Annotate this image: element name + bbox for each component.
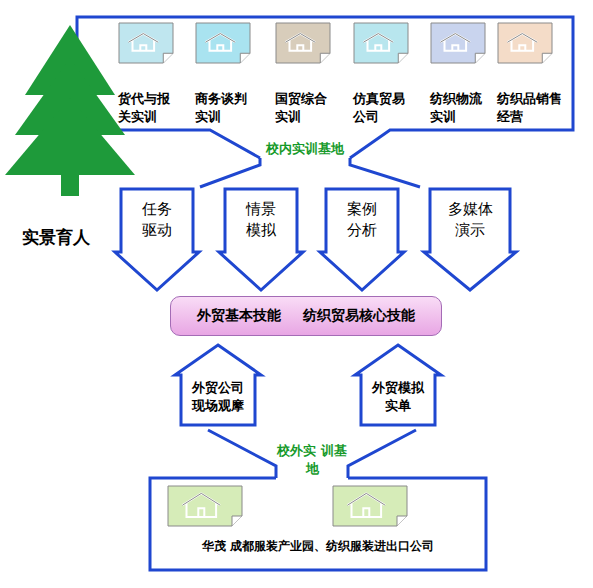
base-title: 校外实 训基地 [276, 442, 348, 478]
skill-text: 外贸基本技能 [197, 306, 281, 326]
house-card [275, 22, 331, 64]
card-node: 纺织品销售 经营 [497, 22, 565, 126]
house-icon [498, 23, 552, 63]
card-node: 国贸综合 实训 [275, 22, 331, 126]
base-title: 校内实训基地 [260, 140, 350, 158]
house-icon [276, 23, 330, 63]
up-node: 外贸公司 现场观摩 [173, 343, 263, 427]
arrow-label: 外贸模拟 实单 [368, 379, 428, 415]
house-card [118, 22, 174, 64]
card-node: 货代与报 关实训 [118, 22, 174, 126]
card-label: 国贸综合 实训 [275, 90, 331, 126]
pill-node: 外贸基本技能 纺织贸易核心技能 [170, 296, 442, 336]
arrow-label: 外贸公司 现场观摩 [188, 379, 248, 415]
slogan-label: 实景育人 [22, 226, 90, 249]
arrow-label: 多媒体 演示 [445, 199, 495, 241]
card-label: 商务谈判 实训 [195, 90, 251, 126]
arrow-label: 情景 模拟 [244, 199, 278, 241]
down-node: 情景 模拟 [217, 187, 305, 292]
card-label: 纺织品销售 经营 [497, 90, 565, 126]
up-node: 外贸模拟 实单 [353, 343, 443, 427]
house-card [430, 22, 486, 64]
house-icon [431, 23, 485, 63]
bottom-node: 校外实 训基地华茂 成都服装产业园、纺织服装进出口公司 [148, 428, 488, 572]
pine-tree [0, 0, 140, 200]
arrow-label: 案例 分析 [345, 199, 379, 241]
down-node: 多媒体 演示 [422, 187, 518, 292]
house-icon [354, 23, 408, 63]
skill-text: 纺织贸易核心技能 [303, 306, 415, 326]
house-icon [119, 23, 173, 63]
base-description: 华茂 成都服装产业园、纺织服装进出口公司 [152, 538, 484, 555]
house-card [497, 22, 553, 64]
house-icon [168, 486, 242, 526]
card-node: 纺织物流 实训 [430, 22, 486, 126]
card-label: 货代与报 关实训 [118, 90, 174, 126]
house-card [353, 22, 409, 64]
card-node: 仿真贸易 公司 [353, 22, 409, 126]
card-node: 商务谈判 实训 [195, 22, 251, 126]
house-card [195, 22, 251, 64]
arrow-label: 任务 驱动 [140, 199, 174, 241]
card-label: 纺织物流 实训 [430, 90, 486, 126]
house-icon [196, 23, 250, 63]
top-node: 校内实训基地 货代与报 关实训商务谈判 实训国贸综合 实训仿真贸易 公司纺织物流 … [75, 15, 575, 190]
down-node: 任务 驱动 [113, 187, 201, 292]
card-label: 仿真贸易 公司 [353, 90, 409, 126]
down-node: 案例 分析 [318, 187, 406, 292]
house-icon [333, 486, 407, 526]
